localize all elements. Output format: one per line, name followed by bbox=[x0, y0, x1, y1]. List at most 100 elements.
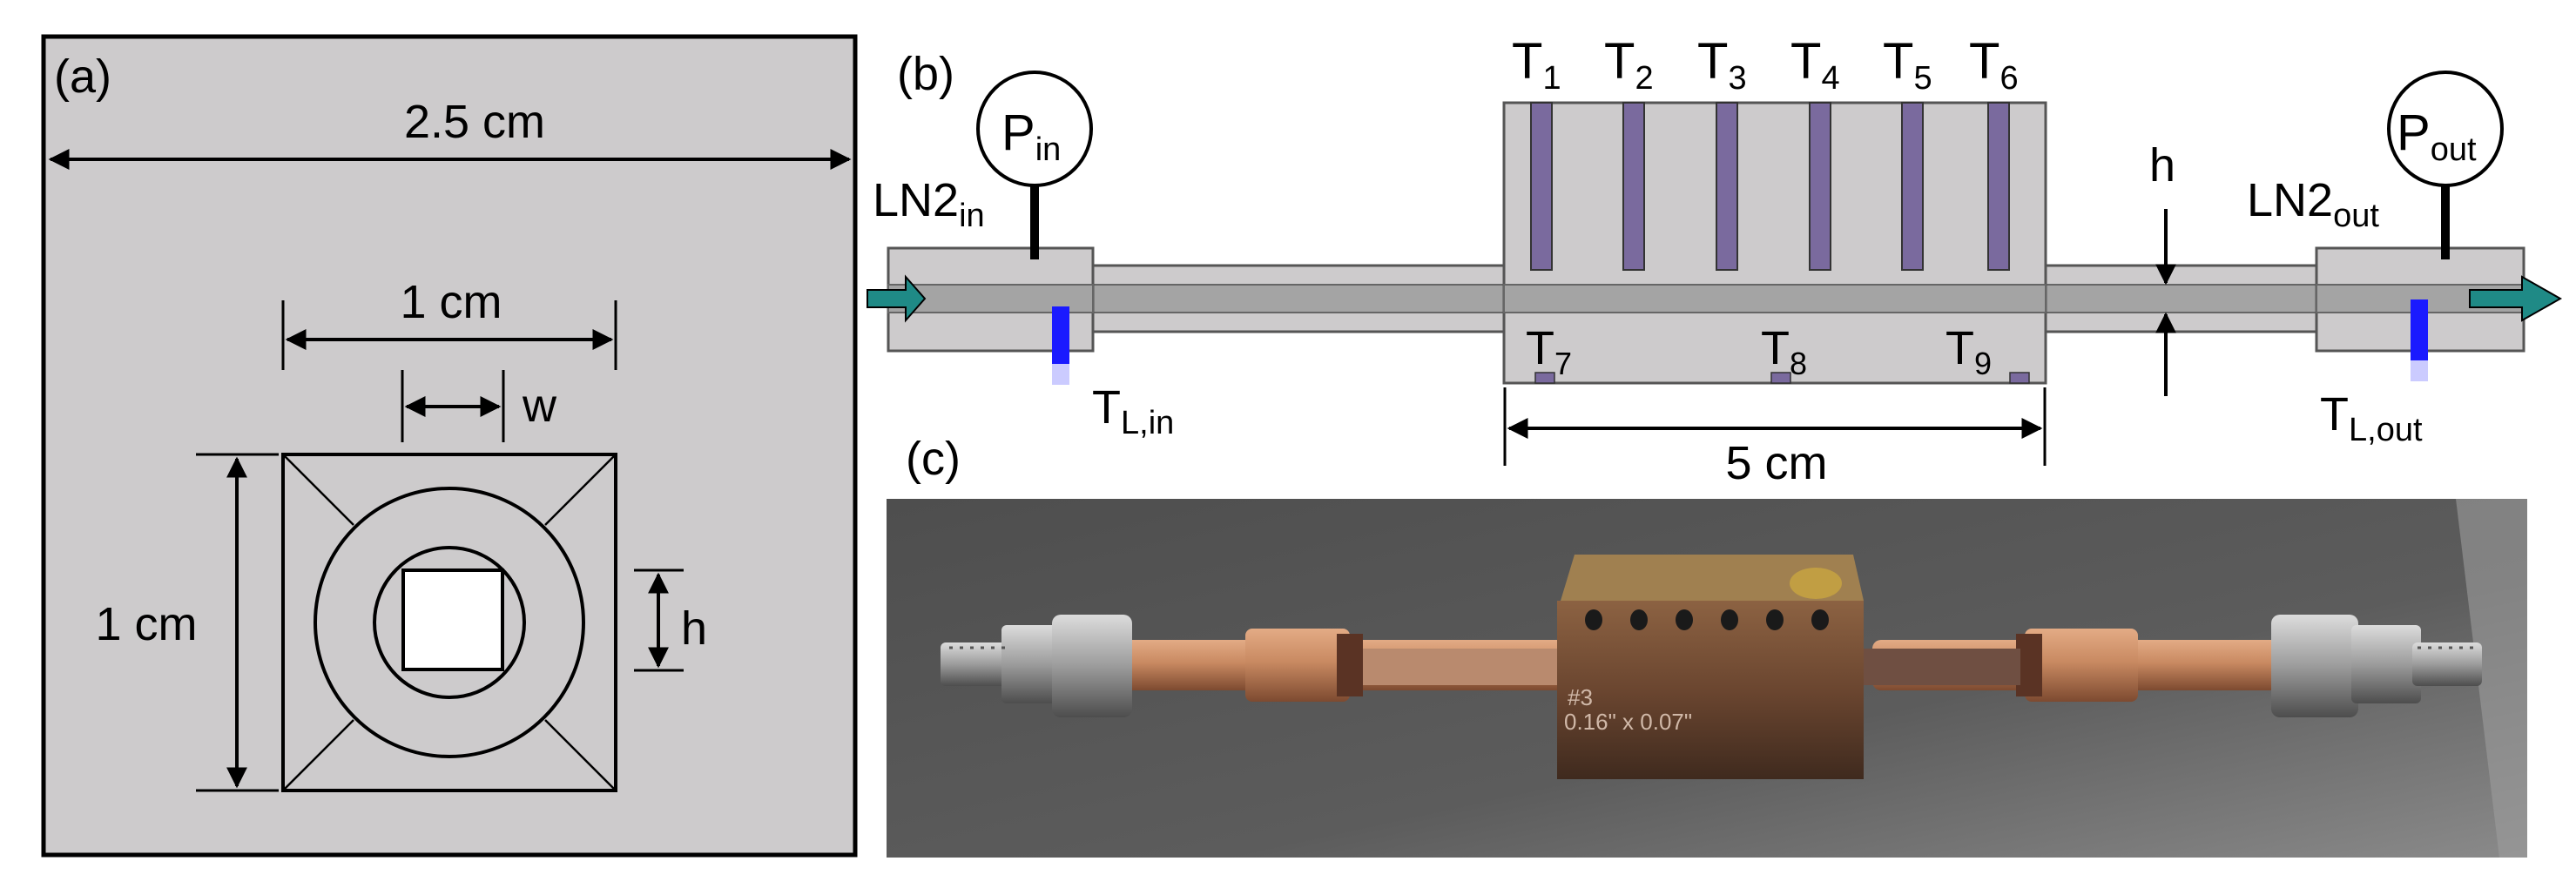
top-thermocouple-label-1: T1 bbox=[1512, 33, 1561, 97]
test-block-channel bbox=[1503, 284, 2047, 313]
outlet-pressure-label: Pout bbox=[2397, 104, 2477, 168]
panel-c-tag: (c) bbox=[906, 433, 961, 485]
right-fitting-thread bbox=[2412, 642, 2482, 686]
top-thermocouple-sub-5: 5 bbox=[1913, 60, 1932, 97]
outlet-pressure-sub: out bbox=[2431, 131, 2477, 168]
inlet-liquid-temp-label: TL,in bbox=[1092, 381, 1174, 441]
outlet-fluid-label: LN2out bbox=[2247, 174, 2379, 234]
h-label: h bbox=[681, 602, 707, 655]
top-thermocouple-1 bbox=[1530, 102, 1553, 271]
inlet-pressure-sub: in bbox=[1035, 131, 1062, 168]
top-thermocouple-sub-1: 1 bbox=[1542, 60, 1561, 97]
top-thermocouple-2 bbox=[1622, 102, 1645, 271]
top-thermocouple-4 bbox=[1809, 102, 1831, 271]
outlet-pressure-main: P bbox=[2397, 104, 2431, 161]
top-thermocouple-label-5: T5 bbox=[1883, 33, 1932, 97]
left-fitting-nut-large bbox=[1052, 615, 1132, 717]
block-engraving-line2: 0.16" x 0.07" bbox=[1564, 709, 1692, 735]
block-hole-5 bbox=[1766, 609, 1784, 630]
top-thermocouple-main-2: T bbox=[1604, 33, 1635, 90]
inlet-pressure-main: P bbox=[1001, 104, 1035, 161]
bottom-thermocouple-main-7: T bbox=[1526, 322, 1554, 374]
panel-a-frame bbox=[41, 34, 858, 858]
top-thermocouple-6 bbox=[1987, 102, 2010, 271]
block-tarnish-spot bbox=[1790, 568, 1842, 599]
square-channel-right bbox=[1859, 649, 2020, 685]
outlet-pressure-gauge bbox=[2387, 71, 2504, 187]
copper-sleeve-right bbox=[2025, 629, 2138, 702]
block-top-face bbox=[1561, 555, 1864, 601]
block-length-label: 5 cm bbox=[1725, 437, 1827, 489]
panel-c: (c) #3 0.16" x 0.07" bbox=[887, 433, 2527, 858]
block-hole-row bbox=[1585, 609, 1829, 630]
left-fitting-nut-small bbox=[1001, 625, 1062, 703]
inlet-fluid-label: LN2in bbox=[873, 174, 985, 234]
corner-line-tr bbox=[544, 454, 617, 526]
block-hole-4 bbox=[1721, 609, 1738, 630]
bottom-thermocouple-label-8: T8 bbox=[1761, 322, 1807, 381]
inlet-fluid-sub: in bbox=[959, 198, 985, 234]
top-thermocouple-sub-2: 2 bbox=[1635, 60, 1653, 97]
outlet-liquid-temp-fade bbox=[2411, 360, 2428, 381]
outlet-fluid-sub: out bbox=[2333, 198, 2379, 234]
top-thermocouple-3 bbox=[1716, 102, 1738, 271]
channel-square bbox=[401, 568, 504, 671]
top-thermocouple-sub-6: 6 bbox=[1999, 60, 2018, 97]
bottom-thermocouple-sub-9: 9 bbox=[1974, 346, 1992, 381]
top-thermocouple-main-3: T bbox=[1697, 33, 1728, 90]
photo-table-edge bbox=[2456, 499, 2527, 858]
top-thermocouple-main-5: T bbox=[1883, 33, 1913, 90]
bottom-thermocouple-7 bbox=[1534, 372, 1555, 384]
inlet-liquid-temp-sub: L,in bbox=[1121, 405, 1174, 441]
corner-line-br bbox=[544, 719, 617, 791]
panel-a: (a) 2.5 cm 1 cm w 1 cm h bbox=[41, 34, 858, 858]
outlet-liquid-temp-main: T bbox=[2320, 388, 2349, 441]
inlet-pressure-gauge bbox=[976, 71, 1093, 187]
top-thermocouple-5 bbox=[1901, 102, 1924, 271]
top-thermocouple-label-2: T2 bbox=[1604, 33, 1654, 97]
bottom-thermocouple-sub-7: 7 bbox=[1554, 346, 1572, 381]
panel-a-tag: (a) bbox=[54, 50, 111, 103]
top-thermocouple-label-3: T3 bbox=[1697, 33, 1747, 97]
top-thermocouple-sub-3: 3 bbox=[1728, 60, 1746, 97]
test-block bbox=[1502, 101, 2047, 385]
top-thermocouple-main-1: T bbox=[1512, 33, 1542, 90]
top-thermocouple-sub-4: 4 bbox=[1821, 60, 1839, 97]
top-thermocouple-label-4: T4 bbox=[1790, 33, 1840, 97]
panel-b-tag: (b) bbox=[897, 48, 954, 100]
inner-width-label: 1 cm bbox=[400, 276, 502, 328]
cross-section-square bbox=[281, 453, 617, 792]
tube-height-label: h bbox=[2149, 139, 2175, 192]
brazed-joint-left bbox=[1337, 634, 1363, 696]
top-thermocouple-main-6: T bbox=[1969, 33, 1999, 90]
top-thermocouple-main-4: T bbox=[1790, 33, 1821, 90]
bottom-thermocouple-label-7: T7 bbox=[1526, 322, 1572, 381]
block-hole-1 bbox=[1585, 609, 1602, 630]
outlet-fluid-main: LN2 bbox=[2247, 174, 2333, 226]
inlet-fluid-main: LN2 bbox=[873, 174, 959, 226]
inlet-flow-arrow bbox=[867, 274, 927, 323]
corner-line-bl bbox=[282, 719, 354, 791]
right-fitting-nut-small bbox=[2351, 625, 2421, 703]
top-thermocouple-label-6: T6 bbox=[1969, 33, 2019, 97]
outer-width-label: 2.5 cm bbox=[404, 96, 545, 148]
bottom-thermocouple-label-9: T9 bbox=[1945, 322, 1992, 381]
outlet-liquid-temp-sensor bbox=[2411, 299, 2428, 360]
copper-sleeve-left bbox=[1245, 629, 1350, 702]
corner-line-tl bbox=[282, 454, 354, 526]
outlet-flow-arrow bbox=[2469, 275, 2563, 322]
outlet-liquid-temp-sub: L,out bbox=[2349, 412, 2423, 448]
bottom-thermocouple-9 bbox=[2009, 372, 2030, 384]
square-channel-left bbox=[1363, 649, 1572, 685]
outer-tube-circle bbox=[314, 487, 585, 758]
block-hole-6 bbox=[1811, 609, 1829, 630]
inlet-liquid-temp-main: T bbox=[1092, 381, 1121, 434]
block-engraving-line1: #3 bbox=[1568, 684, 1593, 710]
left-fitting-thread bbox=[941, 642, 1017, 686]
inlet-liquid-temp-fade bbox=[1052, 364, 1069, 385]
w-label: w bbox=[522, 380, 557, 432]
inlet-pressure-label: Pin bbox=[1001, 104, 1061, 168]
